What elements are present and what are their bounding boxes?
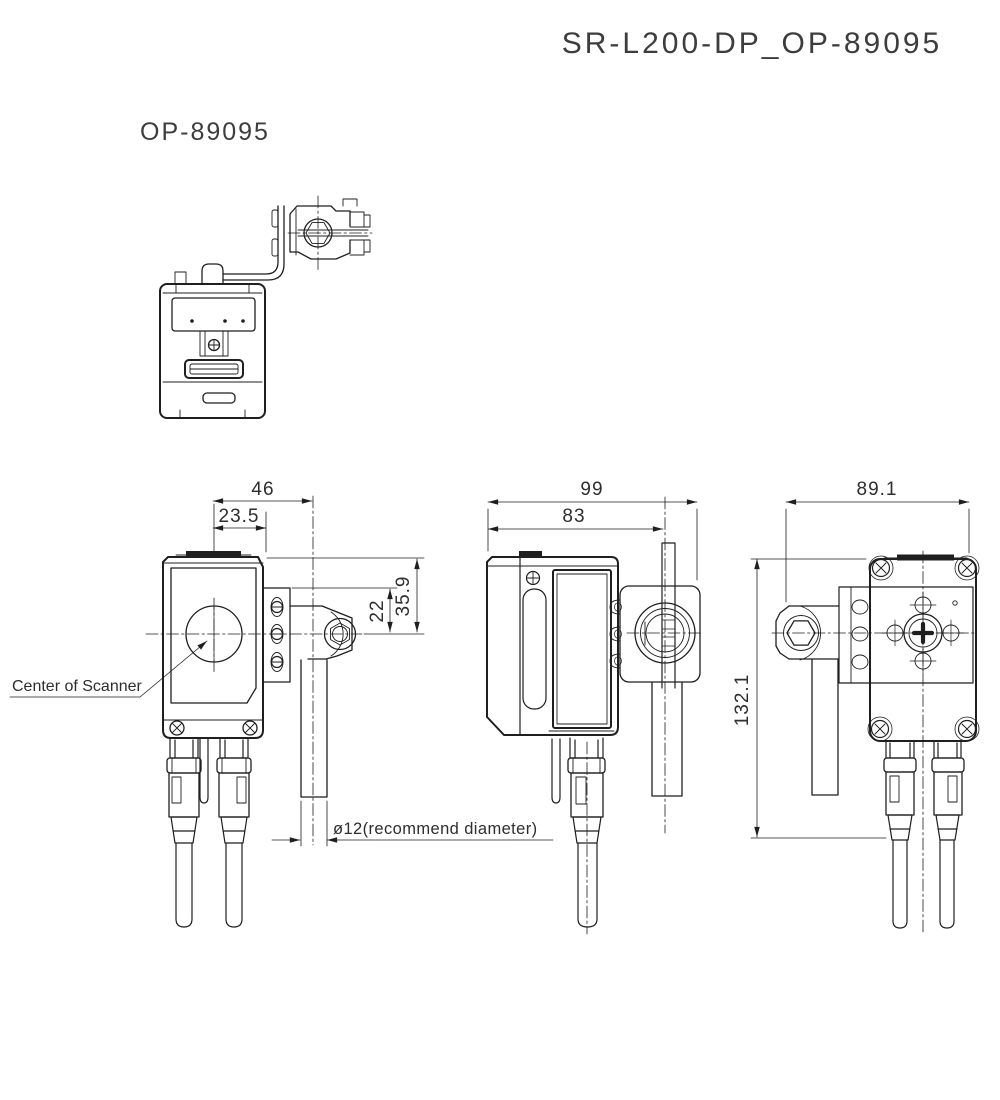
screw-icon [207,338,221,352]
front-face [170,567,257,704]
top-bump [186,551,241,558]
drawing-title: SR-L200-DP_OP-89095 [562,27,943,60]
dim-99: 99 [580,479,603,500]
cable-stub [199,738,209,804]
bracket-riser [222,205,279,275]
screw-icon [242,720,258,736]
screw-icon [525,570,541,586]
dim-89-1: 89.1 [857,479,898,500]
cable-connector [166,737,202,928]
flange-tabs [609,599,622,669]
bracket-plate [262,587,291,683]
clamp-bolt-icon [330,622,350,646]
dimension-lines [9,498,554,847]
mounting-pole [300,659,328,798]
top-bump [897,554,954,561]
side-view: 99 83 [486,479,704,935]
scanner-body [486,556,619,736]
cable-connector [931,740,965,929]
top-bump [201,263,224,285]
dim-22: 22 [367,599,388,622]
corner-screws [867,555,980,742]
scanner-body [162,556,264,739]
top-view [159,195,373,419]
mounting-pole [811,658,839,796]
cable [225,842,243,928]
center-of-scanner-label: Center of Scanner [12,678,143,695]
front-view: 46 23.5 35.9 22 Center of Scanner ø12(re… [9,479,554,928]
dimension-lines [750,499,970,839]
cable-connector [883,740,917,929]
bracket-plate [838,586,974,684]
cable-connector [567,737,606,928]
dim-23-5: 23.5 [219,506,260,527]
bracket-plate [619,585,701,683]
dim-132-1: 132.1 [732,674,753,727]
cable [939,839,955,929]
rear-view: 89.1 132.1 [732,479,980,935]
dim-35-9: 35.9 [393,576,414,617]
top-bump [519,551,542,558]
pole-clamp-top [271,195,373,271]
side-slot [522,588,547,710]
dim-46: 46 [251,479,274,500]
mounting-pole [651,681,683,797]
cable [577,842,598,928]
pole-clamp-front [289,605,357,660]
dim-83: 83 [562,506,585,527]
indicator-panel [171,297,256,332]
screw-icon [169,720,185,736]
cable-stub [551,738,561,804]
bracket-screws [270,597,284,672]
part-number-label: OP-89095 [140,118,270,146]
pole-diameter-note: ø12(recommend diameter) [333,820,538,838]
cable-connector [216,737,252,928]
dimension-lines [487,499,698,581]
reader-window [184,359,244,379]
cable [892,839,908,929]
cable [175,842,193,928]
side-panel [552,569,612,729]
top-tab [174,271,187,285]
